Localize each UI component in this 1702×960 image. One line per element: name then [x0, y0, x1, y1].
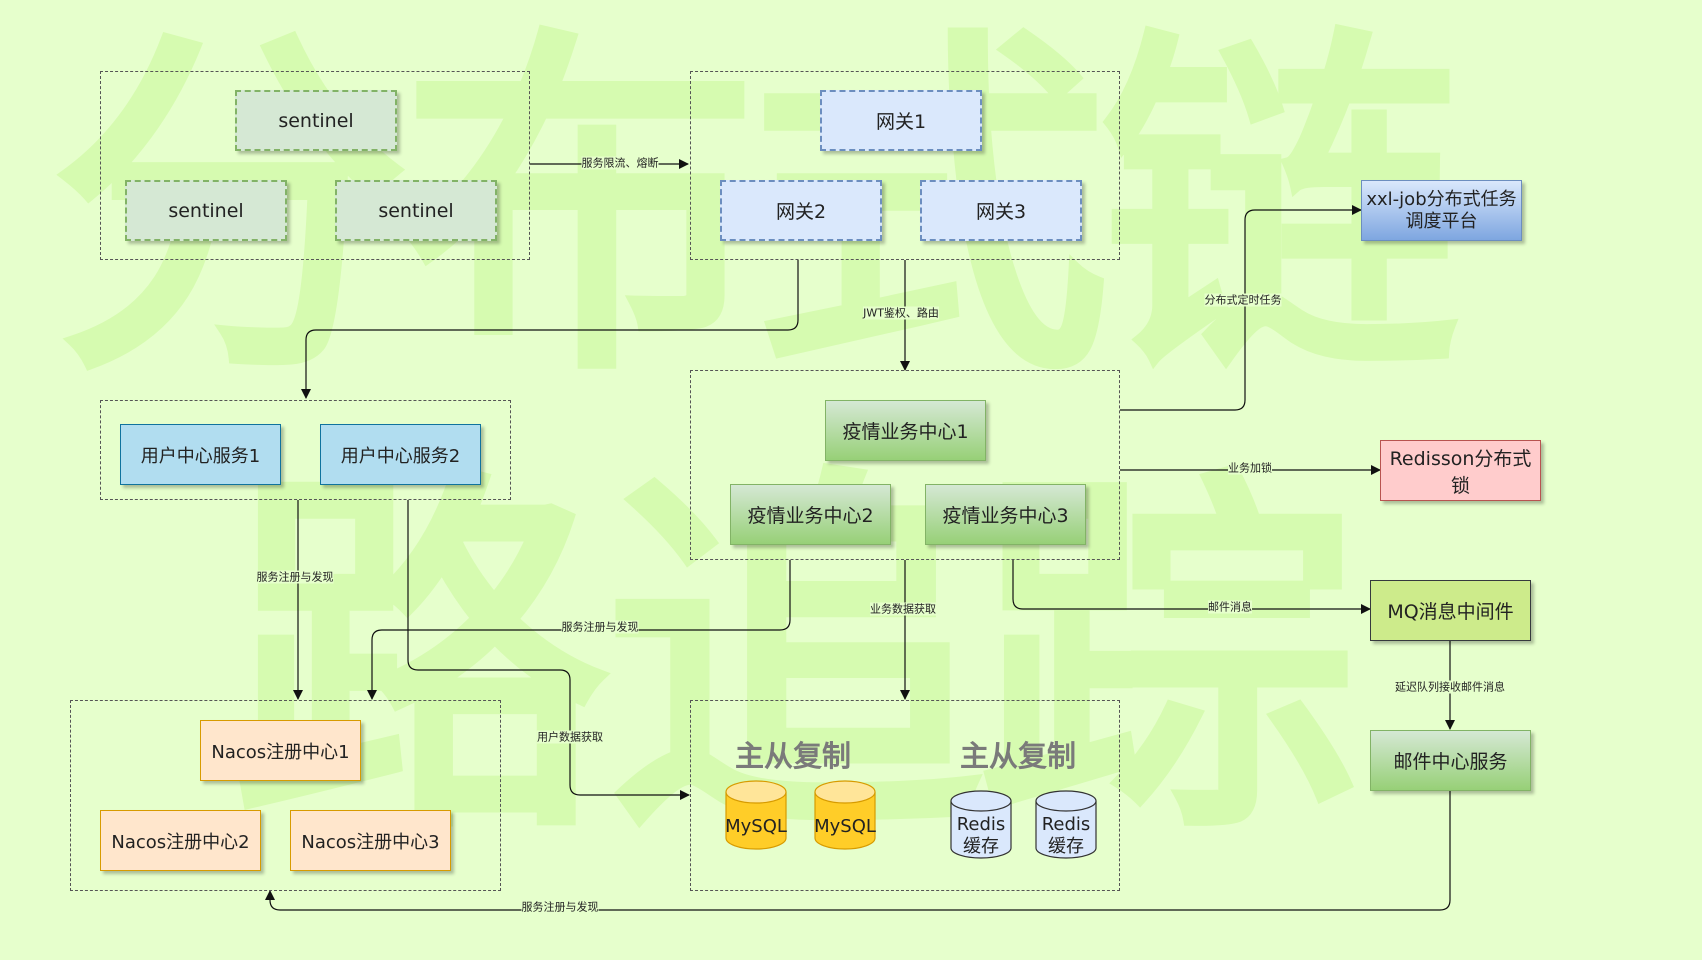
- xxl-job-line-2: 调度平台: [1405, 210, 1478, 232]
- redis-2-label-line-1: Redis: [1041, 814, 1091, 835]
- redis-1-label: Redis 缓存: [950, 814, 1012, 858]
- mysql-replication-title: 主从复制: [735, 739, 852, 773]
- redis-2-database-icon: [1035, 790, 1097, 859]
- redis-replication-title: 主从复制: [960, 739, 1077, 773]
- storage-cluster: [690, 700, 1120, 891]
- nacos-node-2[interactable]: Nacos注册中心2: [100, 810, 261, 871]
- redis-2-label: Redis 缓存: [1035, 814, 1097, 858]
- user-service-node-1[interactable]: 用户中心服务1: [120, 424, 281, 485]
- edge-epidemic-to-mq: [1012, 560, 1371, 614]
- redis-node-1[interactable]: Redis 缓存: [950, 790, 1012, 860]
- label-mail-to-nacos: 服务注册与发现: [521, 900, 599, 914]
- label-epidemic-to-nacos: 服务注册与发现: [561, 620, 639, 634]
- xxl-job-node[interactable]: xxl-job分布式任务 调度平台: [1361, 180, 1522, 241]
- edge-user-to-storage: [407, 500, 690, 800]
- label-user-to-nacos: 服务注册与发现: [256, 570, 334, 584]
- gateway-cluster: [690, 71, 1120, 260]
- nacos-cluster: [70, 700, 501, 891]
- gateway-node-3[interactable]: 网关3: [920, 180, 1082, 241]
- redis-1-label-line-1: Redis: [956, 814, 1006, 835]
- redis-node-2[interactable]: Redis 缓存: [1035, 790, 1097, 860]
- edge-epidemic-to-xxl: [1120, 205, 1362, 411]
- redis-2-label-line-2: 缓存: [1048, 836, 1084, 857]
- epidemic-node-1[interactable]: 疫情业务中心1: [825, 400, 986, 461]
- label-gateway-to-epidemic: JWT鉴权、路由: [863, 306, 939, 320]
- mail-service-node[interactable]: 邮件中心服务: [1370, 730, 1531, 791]
- label-mq-to-mail: 延迟队列接收邮件消息: [1395, 680, 1505, 694]
- edge-mail-to-nacos: [265, 791, 1451, 911]
- label-user-to-storage: 用户数据获取: [537, 730, 603, 744]
- mysql-2-label: MySQL: [814, 816, 876, 837]
- user-service-cluster: [100, 400, 511, 500]
- mysql-2-database-icon: [814, 780, 876, 850]
- edge-gateway-to-user: [301, 260, 799, 399]
- label-epidemic-to-redisson: 业务加锁: [1228, 461, 1272, 475]
- nacos-node-3[interactable]: Nacos注册中心3: [290, 810, 451, 871]
- label-sentinel-to-gateway: 服务限流、熔断: [581, 156, 659, 170]
- mysql-1-label: MySQL: [725, 816, 787, 837]
- sentinel-node-1[interactable]: sentinel: [235, 90, 397, 151]
- xxl-job-line-1: xxl-job分布式任务: [1366, 188, 1517, 210]
- mysql-node-1[interactable]: MySQL: [725, 780, 787, 850]
- label-epidemic-to-xxl: 分布式定时任务: [1204, 293, 1282, 307]
- sentinel-cluster: [100, 71, 530, 260]
- sentinel-node-2[interactable]: sentinel: [125, 180, 287, 241]
- redisson-node[interactable]: Redisson分布式锁: [1380, 440, 1541, 501]
- gateway-node-2[interactable]: 网关2: [720, 180, 882, 241]
- gateway-node-1[interactable]: 网关1: [820, 90, 982, 151]
- label-epidemic-to-mq: 邮件消息: [1208, 600, 1252, 614]
- mysql-node-2[interactable]: MySQL: [814, 780, 876, 850]
- mysql-1-database-icon: [725, 780, 787, 850]
- nacos-node-1[interactable]: Nacos注册中心1: [200, 720, 361, 781]
- mq-node[interactable]: MQ消息中间件: [1370, 580, 1531, 641]
- epidemic-node-3[interactable]: 疫情业务中心3: [925, 484, 1086, 545]
- epidemic-node-2[interactable]: 疫情业务中心2: [730, 484, 891, 545]
- sentinel-node-3[interactable]: sentinel: [335, 180, 497, 241]
- label-epidemic-to-storage: 业务数据获取: [870, 602, 936, 616]
- epidemic-cluster: [690, 370, 1120, 560]
- user-service-node-2[interactable]: 用户中心服务2: [320, 424, 481, 485]
- redis-1-database-icon: [950, 790, 1012, 859]
- redis-1-label-line-2: 缓存: [963, 836, 999, 857]
